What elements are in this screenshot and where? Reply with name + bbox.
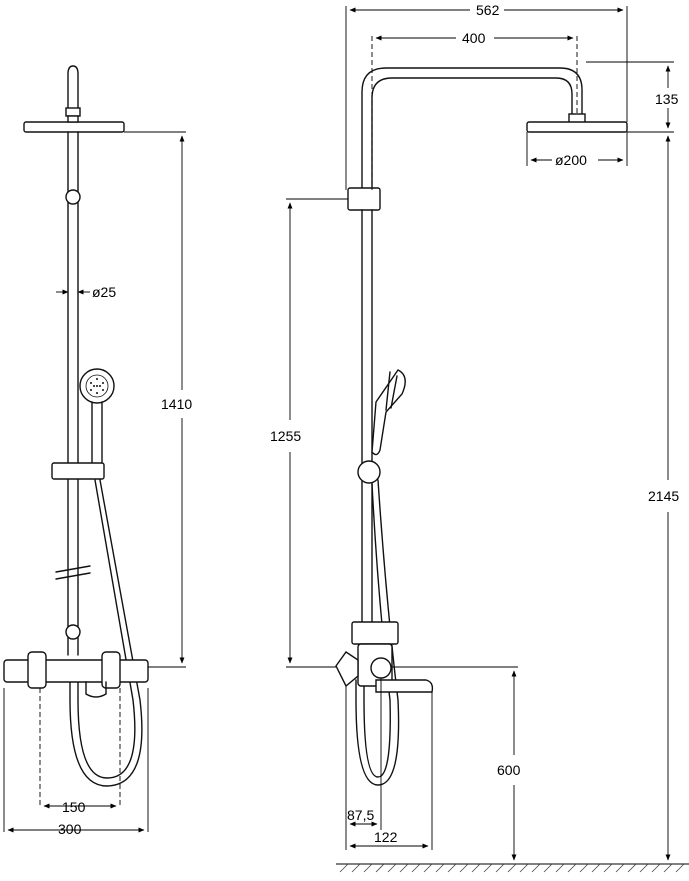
front-mixer-width-label: 300: [58, 821, 82, 837]
side-mixer-upper: [351, 621, 399, 645]
front-upper-joint: [65, 189, 81, 205]
front-view: ø25 150 300: [3, 65, 192, 837]
front-inlet-spacing-label: 150: [62, 799, 86, 815]
side-total-height-label: 2145: [648, 488, 679, 504]
side-total-width-label: 562: [476, 2, 500, 18]
front-slide-rail-height-label: 1410: [161, 396, 192, 412]
side-mixer-height-label: 600: [497, 762, 521, 778]
side-view: 562 400 135 ø200 1255 2145 600 87,5: [270, 2, 689, 873]
side-mixer-depth-label: 87,5: [347, 807, 374, 823]
front-hose: [69, 479, 143, 787]
side-overhead-arm: [361, 67, 583, 191]
side-head-diameter-label: ø200: [555, 152, 587, 168]
side-shower-head: [526, 121, 628, 133]
side-spout: [375, 679, 434, 693]
front-top-rod: [67, 65, 79, 109]
side-hose: [355, 479, 400, 786]
side-slider: [357, 460, 381, 484]
side-rail-height-label: 1255: [270, 428, 301, 444]
side-arm-connector: [347, 187, 381, 211]
side-wall-bracket: [335, 651, 359, 688]
front-pipe-diameter-label: ø25: [92, 284, 116, 300]
front-mixer-body: [3, 659, 149, 683]
side-column: [361, 209, 373, 623]
front-hand-shower-handle: [91, 401, 103, 466]
front-head-connector: [65, 107, 81, 117]
front-lower-joint: [65, 624, 81, 640]
side-spout-depth-label: 122: [374, 829, 398, 845]
front-shower-head: [23, 121, 125, 133]
side-arm-projection-label: 400: [462, 30, 486, 46]
side-hand-shower: [371, 369, 406, 456]
side-head-drop-label: 135: [655, 91, 679, 107]
front-slider: [51, 462, 105, 480]
